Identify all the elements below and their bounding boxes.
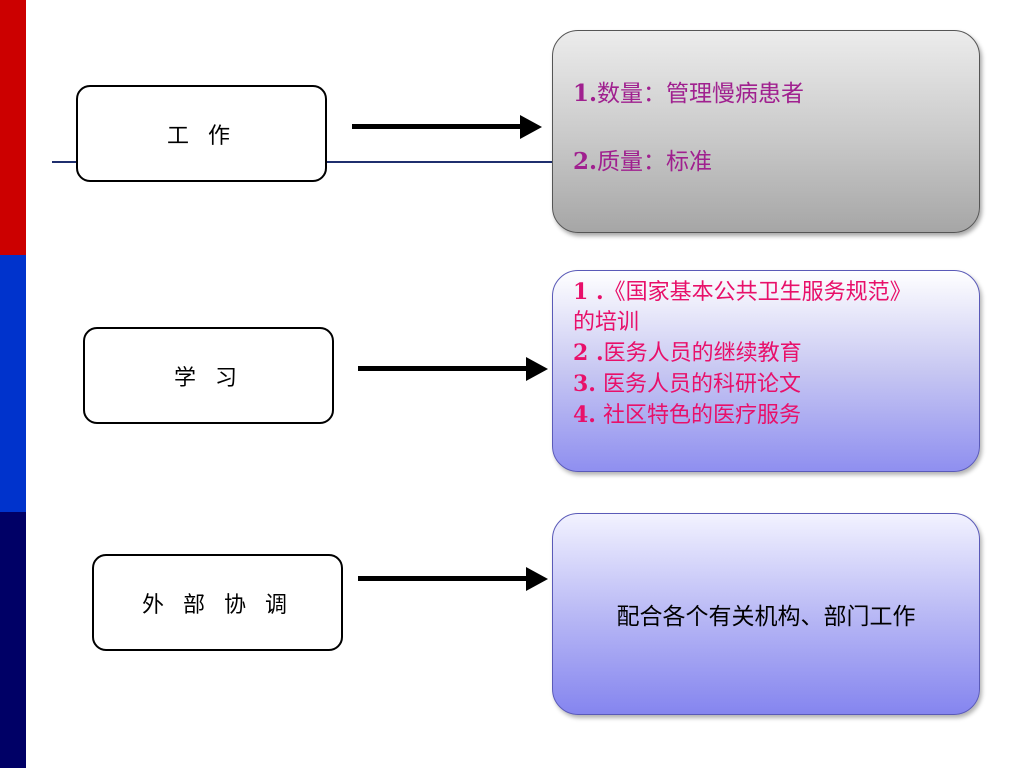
coord-label-box: 外 部 协 调 <box>92 554 343 651</box>
work-item-2: 2.质量：标准 <box>573 148 713 175</box>
side-bar-navy <box>0 512 26 768</box>
study-item-4: 4. 社区特色的医疗服务 <box>573 402 801 428</box>
work-item-1: 1.数量：管理慢病患者 <box>573 80 805 107</box>
coord-label: 外 部 协 调 <box>142 592 293 618</box>
study-item-1: 1 .《国家基本公共卫生服务规范》 <box>573 279 912 305</box>
coord-detail-box: 配合各个有关机构、部门工作 <box>552 513 980 715</box>
study-arrow <box>358 357 548 381</box>
side-bar-red <box>0 0 26 255</box>
study-item-3: 3. 医务人员的科研论文 <box>573 371 801 397</box>
study-item-1-cont: 的培训 <box>573 310 640 335</box>
study-label: 学 习 <box>174 365 243 391</box>
work-label: 工 作 <box>167 123 236 149</box>
work-detail-box: 1.数量：管理慢病患者 2.质量：标准 <box>552 30 980 233</box>
work-arrow <box>352 115 542 139</box>
work-label-box: 工 作 <box>76 85 327 182</box>
study-label-box: 学 习 <box>83 327 334 424</box>
study-detail-box: 1 .《国家基本公共卫生服务规范》 的培训 2 .医务人员的继续教育 3. 医务… <box>552 270 980 472</box>
coord-arrow <box>358 567 548 591</box>
study-item-2: 2 .医务人员的继续教育 <box>573 340 802 366</box>
coord-text: 配合各个有关机构、部门工作 <box>616 604 916 630</box>
side-bar-blue <box>0 255 26 512</box>
